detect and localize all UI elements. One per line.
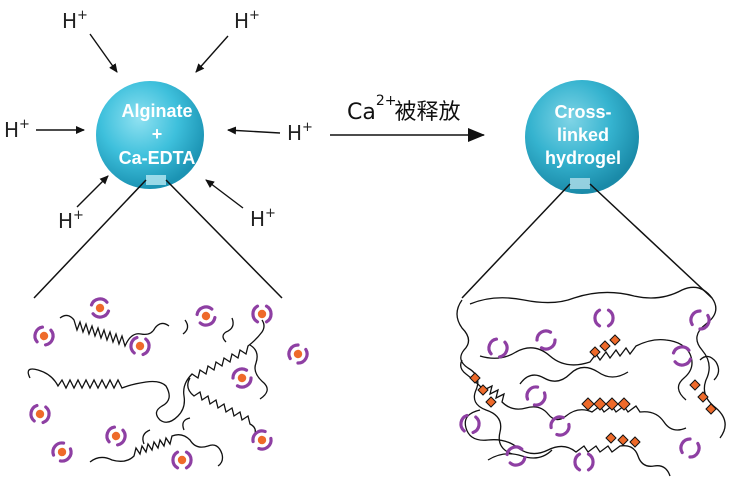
free-edta-ring [459, 413, 481, 435]
junction-zone-1 [589, 334, 621, 358]
crosslink-junctions [469, 334, 717, 448]
proton-arrow-top-right [195, 35, 229, 73]
free-edta-ring [689, 309, 711, 331]
left-bead-zoom-window [146, 175, 166, 185]
free-edta-ring [487, 337, 509, 359]
left-bead-label-2: + [152, 124, 163, 144]
ca-edta-complex [105, 425, 127, 447]
junction-zone-3 [581, 397, 631, 411]
proton-label-right: H+ [287, 120, 313, 145]
proton-arrows [36, 33, 281, 209]
left-ca-edta-complexes [29, 297, 309, 470]
proton-arrow-bottom-right [205, 179, 244, 209]
proton-label-top-right: H+ [234, 8, 260, 33]
ca-edta-complex [129, 335, 151, 357]
left-polymer-chains [27, 314, 268, 467]
junction-zone-4 [605, 432, 641, 448]
ca-edta-complex [287, 343, 309, 365]
free-edta-ring [671, 345, 693, 367]
right-zoom-lines [461, 183, 713, 299]
proton-arrow-right [227, 126, 281, 135]
free-edta-ring [573, 452, 595, 472]
ca-edta-complex [171, 450, 193, 470]
ca-edta-complex [89, 297, 111, 319]
ca-edta-complex [251, 429, 273, 451]
left-zoom-lines [33, 179, 283, 299]
ca-edta-complex [251, 304, 273, 324]
free-edta-ring [505, 445, 527, 467]
free-edta-ring [535, 329, 557, 351]
proton-labels: H+ H+ H+ H+ H+ H+ [4, 8, 313, 233]
ca-edta-complex [51, 441, 73, 463]
proton-label-top-left: H+ [62, 8, 88, 33]
proton-label-bottom-right: H+ [250, 206, 276, 231]
proton-label-bottom-left: H+ [58, 208, 84, 233]
right-free-edta-rings [459, 308, 711, 472]
ca-edta-complex [29, 403, 51, 425]
proton-label-left: H+ [4, 117, 30, 142]
left-bead-label-3: Ca-EDTA [119, 148, 196, 168]
ca-edta-complex [33, 325, 55, 347]
free-edta-ring [525, 385, 547, 407]
left-bead-label-1: Alginate [121, 101, 192, 121]
right-bead-label-1: Cross- [554, 102, 611, 122]
junction-zone-2 [469, 372, 497, 408]
free-edta-ring [679, 437, 701, 459]
right-bead-label-2: linked [557, 125, 609, 145]
reaction-arrow: Ca2+被释放 [330, 93, 485, 142]
reaction-label: Ca2+被释放 [347, 93, 461, 125]
ca-edta-complex [195, 305, 217, 327]
right-bead-zoom-window [570, 178, 590, 189]
proton-arrow-top-left [89, 33, 118, 73]
free-edta-ring [593, 308, 615, 328]
right-polymer-chains [456, 286, 726, 477]
right-bead-label-3: hydrogel [545, 148, 621, 168]
ca-edta-complex [231, 367, 253, 389]
right-bead: Cross- linked hydrogel [525, 80, 639, 194]
free-edta-ring [549, 415, 571, 437]
proton-arrow-bottom-left [76, 175, 109, 208]
left-bead: Alginate + Ca-EDTA [96, 81, 204, 189]
junction-zone-5 [689, 379, 717, 415]
